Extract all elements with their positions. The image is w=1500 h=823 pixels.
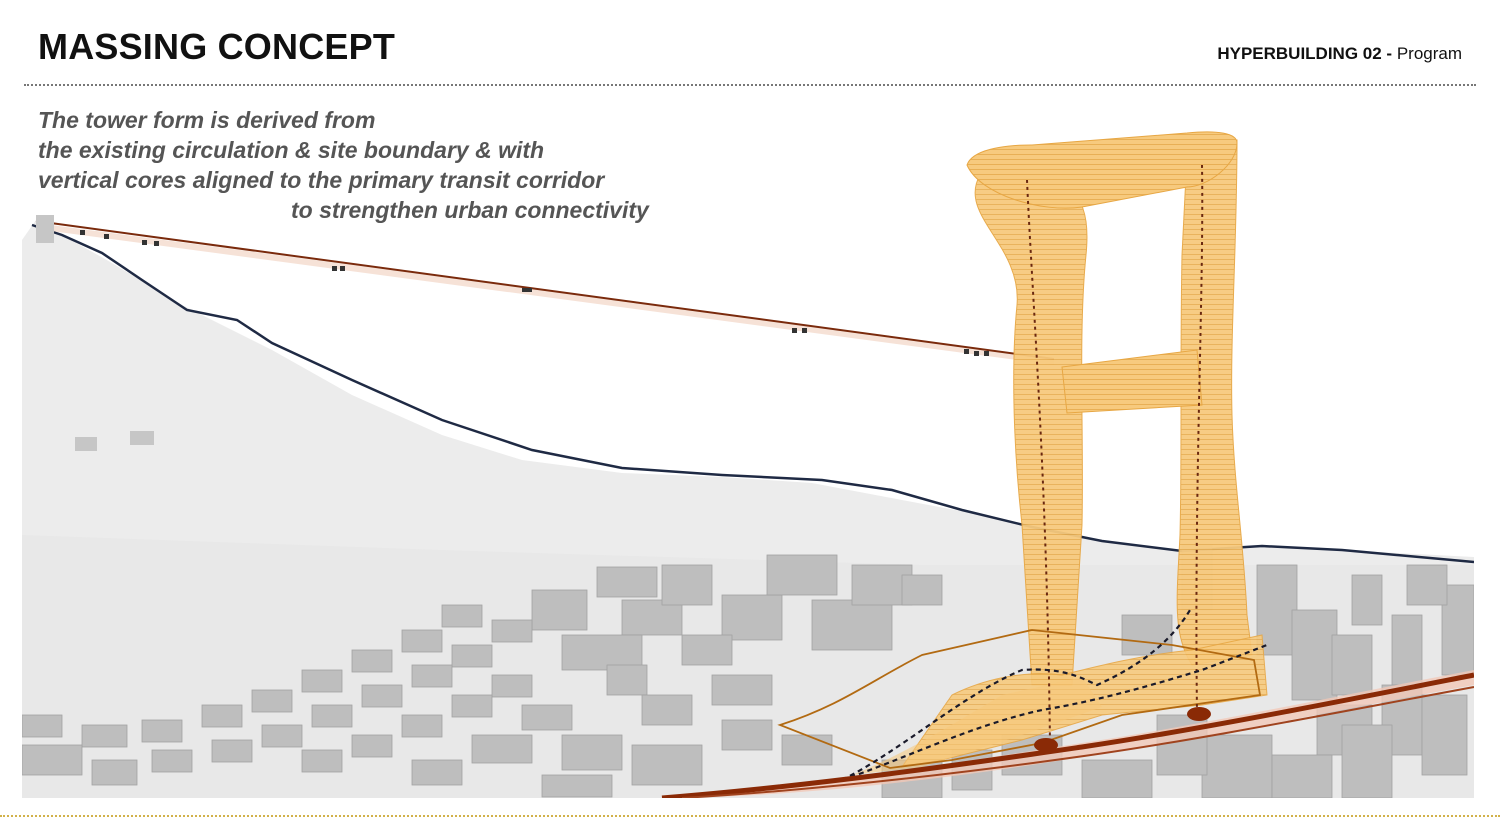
transit-station-left: [1034, 738, 1058, 752]
cable-car-line: [35, 220, 1055, 360]
hillside-structures: [36, 215, 154, 451]
caption-line-1: The tower form is derived from: [38, 107, 376, 133]
ridge-line: [31, 223, 1474, 564]
page-title: MASSING CONCEPT: [38, 26, 396, 67]
header-separator: -: [1381, 44, 1397, 63]
vertical-cores: [1026, 164, 1204, 746]
cable-car-shadow: [36, 223, 1054, 365]
section-name: Program: [1396, 44, 1462, 63]
site-boundary: [777, 629, 1262, 769]
footer-divider: [0, 815, 1500, 817]
tower-base-ramp: [852, 677, 1102, 775]
caption-line-4: to strengthen urban connectivity: [291, 197, 649, 223]
transit-corridor-line: [661, 672, 1474, 798]
massing-diagram: [22, 131, 1474, 798]
caption-line-2: the existing circulation & site boundary…: [38, 137, 545, 163]
tower-right-leg: [1176, 139, 1253, 666]
header-project-label: HYPERBUILDING 02 - Program: [1217, 44, 1462, 64]
caption-line-3: vertical cores aligned to the primary tr…: [38, 167, 605, 193]
header-divider: [24, 84, 1476, 86]
cable-car-cabins: [80, 230, 989, 356]
project-name: HYPERBUILDING 02: [1217, 44, 1382, 63]
circulation-paths: [841, 609, 1268, 782]
tower-top-bridge: [966, 131, 1238, 209]
concept-caption: The tower form is derived from the exist…: [38, 105, 649, 225]
tower-middle-bridge: [1061, 349, 1203, 414]
terrain-lower-plane: [22, 535, 1474, 798]
transit-station-right: [1187, 707, 1211, 721]
transit-corridor-line-secondary: [681, 686, 1474, 798]
